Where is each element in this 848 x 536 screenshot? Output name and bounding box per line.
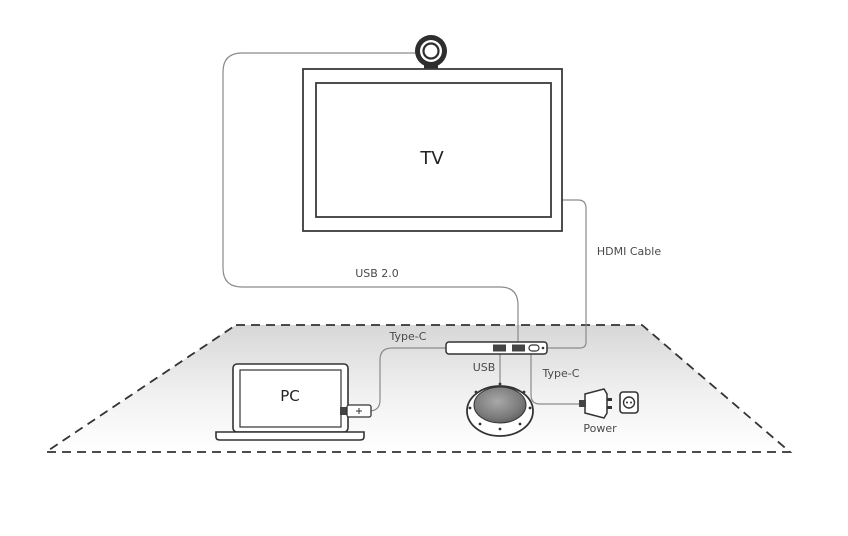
hdmi-label: HDMI Cable bbox=[597, 245, 661, 258]
typec-power-label: Type-C bbox=[542, 367, 580, 380]
typec-plug-icon bbox=[340, 404, 372, 418]
usb-speaker-label: USB bbox=[473, 361, 496, 374]
floor-area bbox=[43, 324, 793, 453]
pc-label: PC bbox=[280, 387, 300, 405]
speakerphone-icon bbox=[466, 382, 534, 437]
typec-pc-label: Type-C bbox=[389, 330, 427, 343]
usb20-cable bbox=[222, 52, 519, 343]
hdmi-cable bbox=[547, 199, 587, 349]
tv-display bbox=[302, 68, 563, 232]
cables bbox=[222, 52, 587, 412]
wall-outlet-icon bbox=[619, 391, 639, 414]
usb20-label: USB 2.0 bbox=[355, 267, 399, 280]
tv-label: TV bbox=[419, 148, 444, 169]
power-label: Power bbox=[583, 422, 617, 435]
camera-icon bbox=[415, 35, 447, 69]
usb-hub-icon bbox=[445, 341, 548, 355]
laptop-pc bbox=[215, 363, 365, 441]
power-adapter-icon bbox=[579, 388, 612, 419]
typec-power-cable bbox=[530, 353, 585, 405]
typec-pc-cable bbox=[360, 347, 446, 412]
